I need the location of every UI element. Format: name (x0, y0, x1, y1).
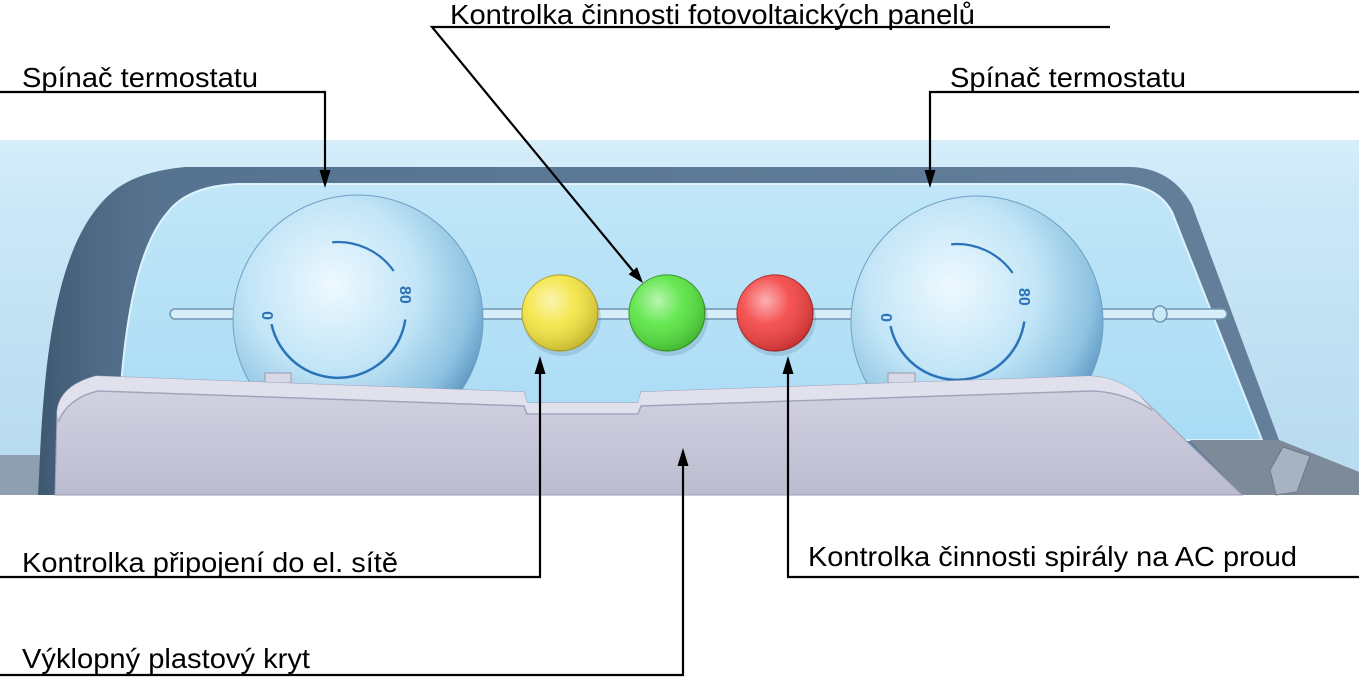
callout-label: Spínač termostatu (22, 62, 258, 93)
callout-arrowhead (628, 267, 643, 283)
callout-arrowhead (924, 170, 936, 188)
mains-indicator-light (521, 274, 601, 356)
callout-label: Spínač termostatu (950, 62, 1186, 93)
callout-label: Kontrolka činnosti spirály na AC proud (808, 541, 1297, 572)
callout-ac-coil-indicator: Kontrolka činnosti spirály na AC proud (782, 356, 1359, 579)
cover-hinge-tab-left (264, 372, 292, 384)
cover-top-lip (57, 376, 1152, 422)
panel-left-bottom-corner (0, 455, 40, 495)
callout-leader-line (0, 464, 685, 677)
dial-scale-thin (889, 321, 1026, 382)
callout-thermostat-left: Spínač termostatu (0, 62, 331, 188)
callout-label: Kontrolka připojení do el. sítě (22, 547, 398, 578)
control-panel-illustration: 80 0 80 0 (0, 140, 1359, 496)
dial-max-label: 80 (1015, 288, 1032, 306)
cover-front-edge (57, 390, 1153, 423)
callout-leader-line (786, 372, 1359, 579)
dial-min-label: 0 (879, 313, 896, 322)
callout-cover: Výklopný plastový kryt (0, 448, 689, 677)
callout-leader-line (928, 90, 1359, 172)
callout-label: Kontrolka činnosti fotovoltaických panel… (450, 0, 975, 30)
callout-mains-indicator: Kontrolka připojení do el. sítě (0, 356, 546, 579)
callout-thermostat-right: Spínač termostatu (924, 62, 1359, 188)
callout-arrowhead (534, 356, 546, 374)
callout-arrowhead (677, 448, 689, 466)
callout-pv-indicator: Kontrolka činnosti fotovoltaických panel… (429, 0, 1110, 283)
ac-coil-indicator-light (736, 274, 816, 356)
dial-scale-thick (951, 242, 1014, 274)
callout-leader-line (0, 90, 327, 172)
housing-clip (1269, 446, 1311, 496)
lamp-highlight (737, 275, 813, 351)
dial-max-label: 80 (396, 286, 413, 304)
lamp-highlight (629, 275, 705, 351)
pv-indicator-light (628, 274, 708, 356)
rod-end-nub (1152, 305, 1168, 323)
callout-leader-line (0, 372, 542, 579)
tilting-cover (54, 372, 1244, 496)
callout-arrowhead (319, 170, 331, 188)
callout-leader-line (429, 25, 1110, 272)
dial-min-label: 0 (260, 311, 277, 320)
dial-scale-thick (332, 240, 395, 272)
lamp-highlight (522, 275, 598, 351)
callout-arrowhead (782, 356, 794, 374)
dial-scale-thin (270, 319, 407, 380)
callout-label: Výklopný plastový kryt (22, 643, 310, 674)
cover-hinge-tab-right (887, 372, 916, 384)
